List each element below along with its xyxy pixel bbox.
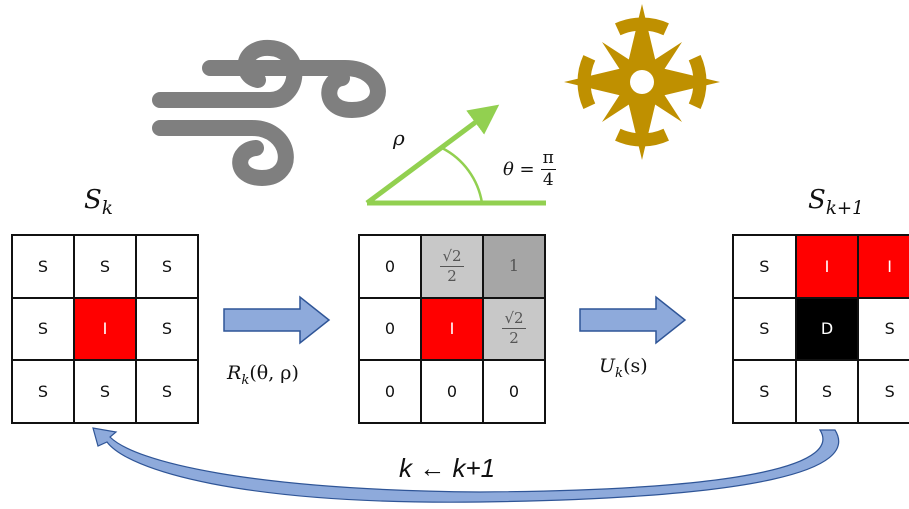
grid-cell: S (858, 297, 909, 361)
compass-icon (564, 4, 720, 160)
wind-icon (152, 40, 386, 187)
rho-label: ρ (393, 126, 405, 150)
grid-cell: S (858, 360, 909, 423)
grid-cell: 0 (359, 297, 421, 361)
forward-arrow-2 (579, 295, 687, 345)
grid-cell: S (733, 297, 796, 361)
iteration-label: k ← k+1 (399, 453, 496, 483)
forward-arrow-1 (223, 295, 331, 345)
grid-cell-dead: D (795, 297, 859, 361)
grid-cell: S (733, 360, 796, 423)
grid-cell: S (12, 235, 74, 298)
grid-cell: S (733, 235, 796, 298)
grid-cell-infected: I (795, 235, 859, 298)
grid-cell: 0 (359, 235, 421, 298)
theta-label: θ = π 4 (503, 148, 556, 190)
grid-cell: 0 (359, 360, 421, 423)
grid-cell: 0 (483, 360, 545, 423)
grid-state-k: S S S S I S S S S (11, 234, 199, 424)
state-k-label: Sk (84, 185, 113, 220)
grid-state-next: S I I S D S S S S (732, 234, 909, 424)
risk-function-label: Rk(θ, ρ) (227, 362, 299, 388)
grid-cell: S (74, 235, 136, 298)
grid-cell: S (12, 297, 74, 361)
state-next-label: Sk+1 (808, 185, 864, 220)
grid-cell: S (12, 360, 74, 423)
grid-cell: 0 (421, 360, 483, 423)
grid-cell: S (136, 297, 198, 361)
grid-cell: S (136, 360, 198, 423)
grid-cell-infected: I (421, 297, 483, 361)
update-function-label: Uk(s) (599, 355, 648, 381)
theta-fraction: π 4 (540, 148, 556, 190)
grid-cell: S (795, 360, 859, 423)
grid-cell: S (136, 235, 198, 298)
grid-cell-risk-one: 1 (483, 235, 545, 298)
loop-arrow (92, 427, 840, 503)
grid-cell: S (74, 360, 136, 423)
grid-cell-infected: I (74, 297, 136, 361)
wind-direction-vector-icon (365, 104, 546, 206)
grid-cell-infected: I (858, 235, 909, 298)
